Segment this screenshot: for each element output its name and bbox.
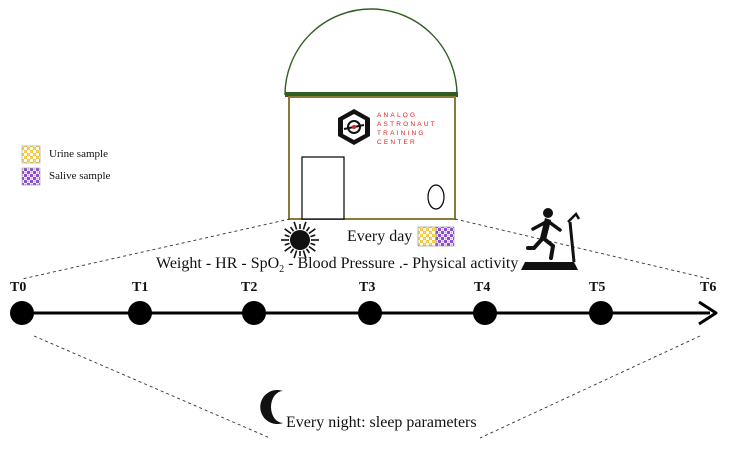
treadmill-runner-icon: [521, 208, 581, 270]
sun-ray: [293, 221, 298, 230]
timeline-point-t5: [589, 301, 613, 325]
legend-salive-swatch: [21, 167, 41, 186]
sun-ray: [284, 245, 292, 252]
measures-subscript: 2: [279, 264, 285, 276]
legend-urine-swatch: [21, 145, 41, 164]
timeline-arrowhead: [698, 300, 718, 326]
sun-ray: [302, 221, 307, 230]
sun-ray: [284, 228, 292, 235]
habitat-door: [301, 156, 345, 220]
aatc-logo-icon: [338, 109, 370, 145]
sun-ray: [302, 250, 307, 259]
moon-icon: [260, 390, 283, 424]
timeline-label-t2: T2: [241, 280, 258, 295]
sun-ray: [308, 245, 316, 252]
sun-ray: [310, 242, 316, 246]
timeline-label-t5: T5: [589, 280, 606, 295]
sun-ray: [305, 226, 311, 232]
daily-urine-swatch: [417, 226, 437, 247]
logo-line-4: CENTER: [377, 139, 417, 146]
sun-icon: [281, 221, 319, 259]
timeline-point-t4: [473, 301, 497, 325]
timeline-label-t1: T1: [132, 280, 149, 295]
timeline-point-t0: [10, 301, 34, 325]
daily-measures-label: Weight - HR - SpO2 - Blood Pressure .- P…: [156, 255, 518, 275]
legend-urine-label: Urine sample: [49, 148, 108, 160]
timeline-point-t3: [358, 301, 382, 325]
night-connector-lines: [33, 335, 701, 439]
sun-ray: [289, 248, 295, 254]
timeline-label-t0: T0: [10, 280, 27, 295]
sun-ray: [284, 242, 290, 246]
sun-ray: [305, 248, 311, 254]
measures-suffix: - Blood Pressure .- Physical activity: [284, 255, 519, 272]
sun-ray: [308, 228, 316, 235]
measures-prefix: Weight - HR - SpO: [156, 255, 280, 272]
every-night-label: Every night: sleep parameters: [286, 414, 477, 431]
habitat-window: [427, 184, 445, 210]
habitat-connector-lines: [21, 218, 711, 280]
timeline-label-t4: T4: [474, 280, 491, 295]
logo-line-2: ASTRONAUT: [377, 121, 437, 128]
legend-salive-label: Salive sample: [49, 170, 111, 182]
timeline-label-t6: T6: [700, 280, 717, 295]
timeline-point-t2: [242, 301, 266, 325]
habitat-dome-icon: [284, 8, 458, 220]
sun-ray: [293, 250, 298, 259]
every-day-label: Every day: [347, 228, 413, 245]
logo-line-1: ANALOG: [377, 112, 418, 119]
sun-ray: [310, 234, 316, 238]
logo-text: ANALOG ASTRONAUT TRAINING CENTER: [377, 111, 437, 147]
sun-ray: [284, 234, 290, 238]
daily-salive-swatch: [435, 226, 455, 247]
timeline-point-t1: [128, 301, 152, 325]
timeline: [10, 300, 718, 326]
sun-ray: [289, 226, 295, 232]
timeline-label-t3: T3: [359, 280, 376, 295]
logo-line-3: TRAINING: [377, 130, 426, 137]
